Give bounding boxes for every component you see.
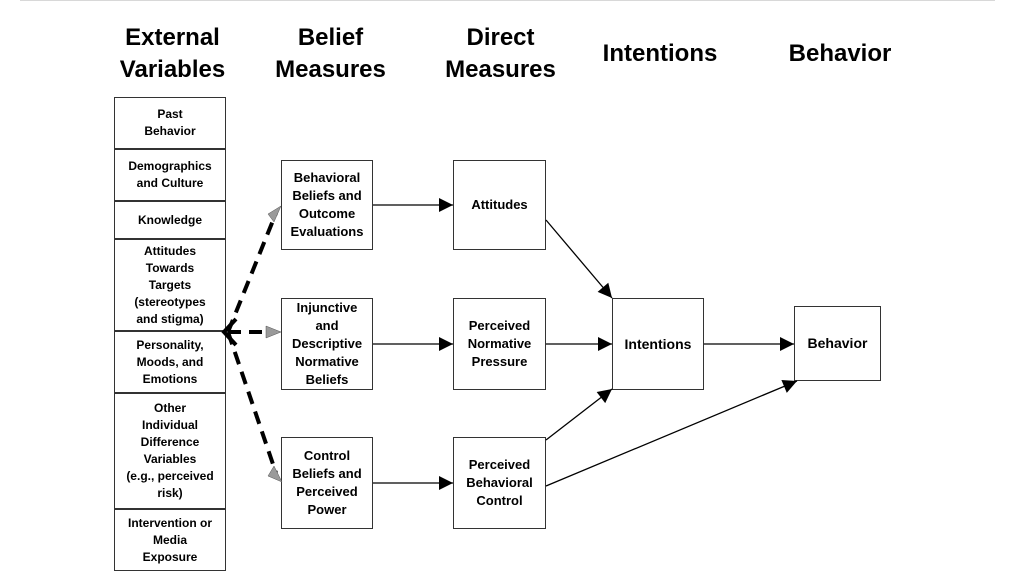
intentions-box: Intentions: [612, 298, 704, 390]
arrow-control-to-behavior: [545, 379, 798, 487]
gray-arrowhead-behavioral: [267, 205, 282, 223]
arrow-control-to-intentions: [545, 388, 613, 441]
belief-control-beliefs: Control Beliefs and Perceived Power: [281, 437, 373, 529]
junction-arrowhead: [221, 317, 238, 347]
external-variable-personality: Personality, Moods, and Emotions: [114, 331, 226, 393]
column-title-belief-measures: Belief Measures: [275, 24, 386, 83]
external-variable-attitudes-towards-targets: Attitudes Towards Targets (stereotypes a…: [114, 239, 226, 331]
external-variable-knowledge: Knowledge: [114, 201, 226, 239]
dashed-arrow-to-behavioral-beliefs: [226, 212, 278, 333]
external-variable-past-behavior: Past Behavior: [114, 97, 226, 149]
external-variable-demographics: Demographics and Culture: [114, 149, 226, 201]
behavior-box: Behavior: [794, 306, 881, 381]
direct-perceived-behavioral-control: Perceived Behavioral Control: [453, 437, 546, 529]
belief-behavioral-beliefs: Behavioral Beliefs and Outcome Evaluatio…: [281, 160, 373, 250]
belief-normative-beliefs: Injunctive and Descriptive Normative Bel…: [281, 298, 373, 390]
direct-attitudes: Attitudes: [453, 160, 546, 250]
top-divider: [20, 0, 995, 1]
direct-perceived-normative-pressure: Perceived Normative Pressure: [453, 298, 546, 390]
gray-arrowhead-control: [267, 465, 283, 483]
dashed-arrow-to-control-beliefs: [226, 331, 278, 474]
external-variable-intervention: Intervention or Media Exposure: [114, 509, 226, 571]
column-title-behavior: Behavior: [788, 40, 892, 67]
column-title-direct-measures: Direct Measures: [445, 24, 556, 83]
column-title-external-variables: External Variables: [119, 24, 226, 83]
column-title-intentions: Intentions: [602, 40, 718, 67]
dashed-arrows: [226, 212, 278, 474]
arrow-attitudes-to-intentions: [545, 219, 613, 299]
gray-arrowhead-normative: [265, 325, 282, 339]
external-variable-individual-differences: Other Individual Difference Variables (e…: [114, 393, 226, 509]
